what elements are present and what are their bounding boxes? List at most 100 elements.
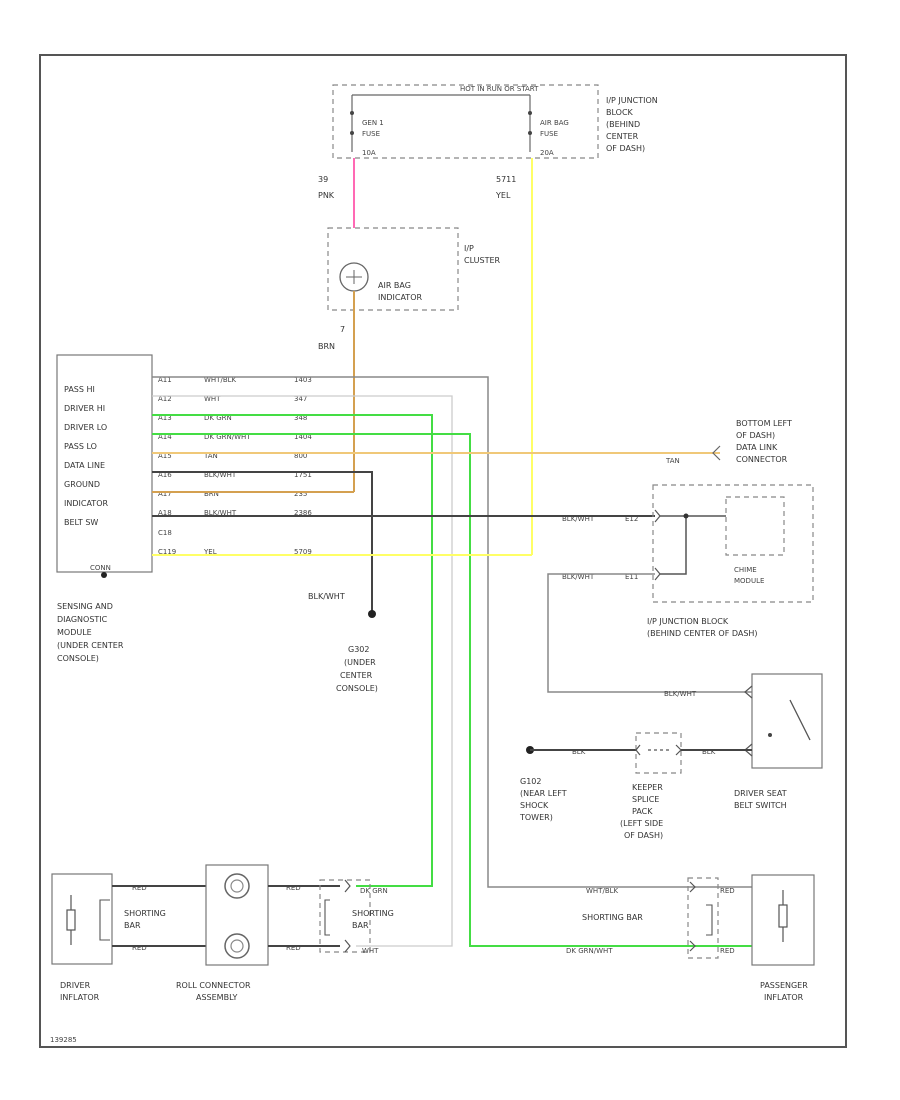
wire-brn-num: 7 <box>340 325 345 334</box>
circuit-num-6: 1751 <box>294 471 312 479</box>
wire-blk-wht-ground <box>152 471 373 612</box>
fuse1-type: FUSE <box>362 130 380 138</box>
driver-inflator-2: INFLATOR <box>60 993 100 1002</box>
sdm-pin-6: GROUND <box>64 480 100 489</box>
chime-module-1: CHIME <box>734 566 757 574</box>
pass-red2: RED <box>720 947 735 955</box>
chime-location-2: (BEHIND CENTER OF DASH) <box>647 629 758 638</box>
circuit-pin-6: A16 <box>158 471 172 479</box>
dlc-label-4: CONNECTOR <box>736 455 788 464</box>
driver-wire2: RED <box>132 944 147 952</box>
g102-label-2: (NEAR LEFT <box>520 789 567 798</box>
driver-inflator-1: DRIVER <box>60 981 91 990</box>
fuse2-rating: 20A <box>540 149 554 157</box>
fuse-block-header: HOT IN RUN OR START <box>460 85 539 93</box>
mid-shorting-2: BAR <box>352 921 369 930</box>
chime-term1: E12 <box>625 515 638 523</box>
mid-wire1: DK GRN <box>360 887 388 895</box>
sdm-pin-5: DATA LINE <box>64 461 105 470</box>
sdm-bottom: CONN <box>90 564 111 572</box>
wire-blk-wht-belt <box>547 573 752 693</box>
roll-label-2: ASSEMBLY <box>196 993 237 1002</box>
fuse-block: HOT IN RUN OR START GEN 1 FUSE 10A AIR B… <box>332 84 658 159</box>
g102-wire: BLK <box>572 748 586 756</box>
fuse2-name: AIR BAG <box>540 119 569 127</box>
wire-dk-grn <box>152 414 433 887</box>
fuse-block-location-3: (BEHIND <box>606 120 640 129</box>
pass-shorting: SHORTING BAR <box>582 913 643 922</box>
splice-label-2: SPLICE <box>632 795 659 804</box>
data-link-connector: TAN BOTTOM LEFT OF DASH) DATA LINK CONNE… <box>665 419 792 465</box>
sdm-pin-2: DRIVER HI <box>64 404 105 413</box>
wire-pnk-num: 39 <box>318 175 328 184</box>
roll-out1: RED <box>286 884 301 892</box>
circuit-color-10: YEL <box>203 548 217 556</box>
sdm-pin-8: BELT SW <box>64 518 98 527</box>
roll-label-1: ROLL CONNECTOR <box>176 981 251 990</box>
circuit-labels: A11 WHT/BLK 1403 A12 WHT 347 A13 DK GRN … <box>158 376 312 556</box>
g302-label-4: CONSOLE) <box>336 684 378 693</box>
fuse-block-location-4: CENTER <box>606 132 639 141</box>
sdm-pin-4: PASS LO <box>64 442 97 451</box>
belt-wire-top: BLK/WHT <box>664 690 697 698</box>
circuit-pin-5: A15 <box>158 452 172 460</box>
g302-label-3: CENTER <box>340 671 373 680</box>
circuit-num-3: 348 <box>294 414 307 422</box>
cluster-label-1: I/P <box>464 244 474 253</box>
driver-seat-belt-switch: BLK/WHT DRIVER SEAT BELT SWITCH <box>664 673 823 810</box>
circuit-num-10: 5709 <box>294 548 312 556</box>
sdm-pin-7: INDICATOR <box>64 499 108 508</box>
splice-label-1: KEEPER <box>632 783 663 792</box>
circuit-num-7: 235 <box>294 490 307 498</box>
middle-shorting-bar: SHORTING BAR DK GRN WHT <box>319 879 394 955</box>
wire-pnk-color: PNK <box>318 191 335 200</box>
dlc-label-3: DATA LINK <box>736 443 778 452</box>
circuit-pin-3: A13 <box>158 414 172 422</box>
circuit-color-7: BRN <box>204 490 219 498</box>
circuit-pin-1: A11 <box>158 376 172 384</box>
g102-label-4: TOWER) <box>519 813 553 822</box>
circuit-num-8: 2386 <box>294 509 312 517</box>
wire-yel-color: YEL <box>495 191 511 200</box>
g302-label-2: (UNDER <box>344 658 376 667</box>
fuse-block-location-1: I/P JUNCTION <box>606 96 658 105</box>
belt-wire-bottom: BLK <box>702 748 716 756</box>
circuit-color-4: DK GRN/WHT <box>204 433 251 441</box>
circuit-pin-10: C119 <box>158 548 176 556</box>
ip-cluster: I/P CLUSTER AIR BAG INDICATOR <box>327 227 501 311</box>
chime-term2: E11 <box>625 573 638 581</box>
circuit-pin-2: A12 <box>158 395 172 403</box>
sensing-diagnostic-module: PASS HI DRIVER HI DRIVER LO PASS LO DATA… <box>56 354 153 578</box>
driver-inflator: SHORTING BAR DRIVER INFLATOR <box>51 873 166 1002</box>
cluster-label-2: CLUSTER <box>464 256 501 265</box>
pass-red1: RED <box>720 887 735 895</box>
sdm-name-2: DIAGNOSTIC <box>57 615 108 624</box>
chime-wire1-color: BLK/WHT <box>562 515 595 523</box>
sdm-name-4: (UNDER CENTER <box>57 641 124 650</box>
circuit-color-8: BLK/WHT <box>204 509 237 517</box>
circuit-num-1: 1403 <box>294 376 312 384</box>
chime-module-2: MODULE <box>734 577 764 585</box>
dlc-label-2: OF DASH) <box>736 431 775 440</box>
circuit-num-2: 347 <box>294 395 307 403</box>
pass-wire1: WHT/BLK <box>586 887 619 895</box>
g302-label-1: G302 <box>348 645 369 654</box>
g102-label-1: G102 <box>520 777 541 786</box>
pass-wire2: DK GRN/WHT <box>566 947 613 955</box>
chime-wire2-color: BLK/WHT <box>562 573 595 581</box>
wire-dk-grn-wht <box>152 433 752 947</box>
dlc-wire-color: TAN <box>665 457 680 465</box>
chime-location-1: I/P JUNCTION BLOCK <box>647 617 729 626</box>
circuit-color-6: BLK/WHT <box>204 471 237 479</box>
driver-wire1: RED <box>132 884 147 892</box>
circuit-pin-4: A14 <box>158 433 172 441</box>
sdm-pin-1: PASS HI <box>64 385 95 394</box>
belt-label-2: BELT SWITCH <box>734 801 787 810</box>
splice-label-5: OF DASH) <box>624 831 663 840</box>
circuit-pin-9: C18 <box>158 529 172 537</box>
belt-label-1: DRIVER SEAT <box>734 789 787 798</box>
fuse1-rating: 10A <box>362 149 376 157</box>
mid-shorting-1: SHORTING <box>352 909 394 918</box>
g102-label-3: SHOCK <box>520 801 549 810</box>
